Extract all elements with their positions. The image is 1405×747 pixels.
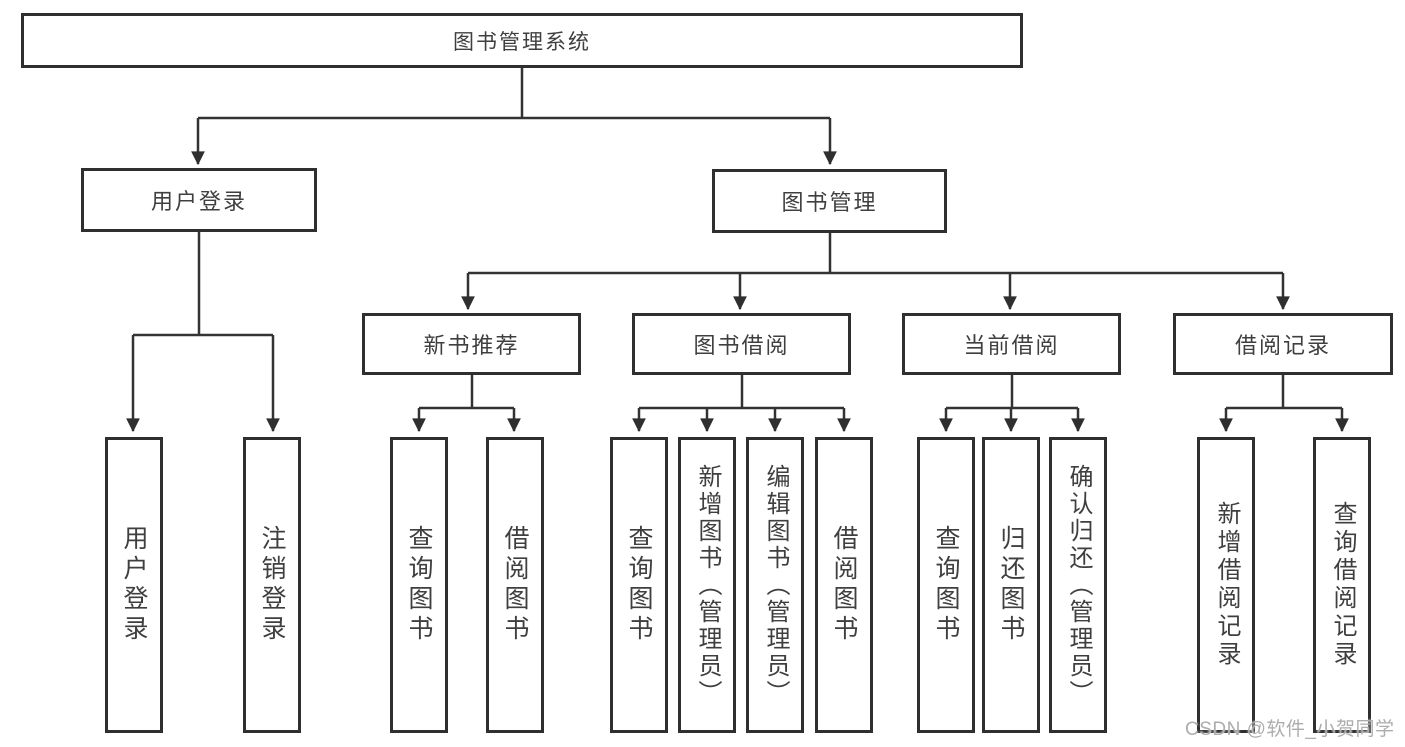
leaf-user-login: 用户登录 (105, 437, 163, 733)
leaf-query-books-current: 查询图书 (917, 437, 975, 733)
leaf-query-books-borrowing: 查询图书 (610, 437, 668, 733)
node-borrowing-records: 借阅记录 (1173, 313, 1393, 375)
leaf-return-books: 归还图书 (982, 437, 1040, 733)
leaf-borrow-books-recommend: 借阅图书 (486, 437, 544, 733)
leaf-add-borrow-record: 新增借阅记录 (1197, 437, 1255, 733)
node-book-management: 图书管理 (712, 169, 947, 233)
node-book-borrowing: 图书借阅 (632, 313, 851, 375)
leaf-query-books-recommend: 查询图书 (390, 437, 448, 733)
node-user-login: 用户登录 (81, 168, 317, 232)
leaf-logout: 注销登录 (243, 437, 301, 733)
node-current-borrowing: 当前借阅 (902, 313, 1121, 375)
csdn-watermark: CSDN @软件_小贺同学 (1185, 719, 1395, 740)
leaf-query-borrow-record: 查询借阅记录 (1313, 437, 1371, 733)
node-new-book-recommendation: 新书推荐 (362, 313, 581, 375)
node-library-management-system: 图书管理系统 (21, 13, 1023, 68)
leaf-edit-books-admin: 编辑图书（管理员） (746, 437, 804, 733)
leaf-borrow-books: 借阅图书 (815, 437, 873, 733)
leaf-add-books-admin: 新增图书（管理员） (678, 437, 736, 733)
leaf-confirm-return-admin: 确认归还（管理员） (1049, 437, 1107, 733)
